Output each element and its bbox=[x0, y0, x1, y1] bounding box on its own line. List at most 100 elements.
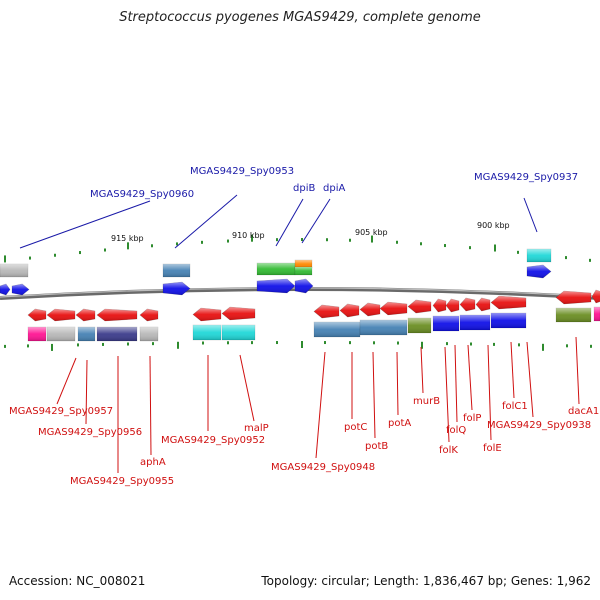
accession-text: Accession: NC_008021 bbox=[9, 574, 146, 588]
leader-line bbox=[420, 346, 424, 394]
leader-line bbox=[56, 357, 77, 405]
leader-line bbox=[315, 351, 326, 459]
scale-tick bbox=[102, 342, 104, 346]
scale-tick bbox=[349, 341, 351, 345]
gene-label-potc[interactable]: potC bbox=[344, 422, 367, 433]
scale-tick bbox=[227, 239, 229, 243]
scale-tick bbox=[201, 240, 203, 244]
scale-tick bbox=[542, 343, 544, 351]
upper-scale-ticks bbox=[4, 234, 591, 263]
scale-tick bbox=[176, 242, 178, 246]
scale-tick bbox=[202, 341, 204, 345]
leader-line bbox=[467, 344, 473, 411]
scale-tick bbox=[590, 344, 592, 348]
scale-tick bbox=[51, 343, 53, 351]
scale-tick bbox=[469, 246, 471, 250]
label-leader-lines bbox=[19, 194, 580, 473]
map-title: Streptococcus pyogenes MGAS9429, complet… bbox=[119, 10, 481, 25]
leader-line bbox=[510, 341, 515, 399]
leader-line bbox=[372, 351, 376, 439]
scale-tick bbox=[349, 238, 351, 242]
leader-line bbox=[526, 341, 534, 418]
scale-tick bbox=[517, 250, 519, 254]
gene-label-daca1[interactable]: dacA1 bbox=[568, 406, 599, 417]
scale-tick bbox=[444, 244, 446, 248]
scale-tick bbox=[54, 253, 56, 257]
scale-tick bbox=[77, 343, 79, 347]
gene-label-spy0937[interactable]: MGAS9429_Spy0937 bbox=[474, 172, 578, 183]
scale-tick bbox=[493, 342, 495, 346]
gene-label-folp[interactable]: folP bbox=[463, 413, 481, 424]
scale-tick bbox=[324, 341, 326, 345]
scale-tick bbox=[396, 240, 398, 244]
scale-tick bbox=[152, 342, 154, 346]
leader-line bbox=[174, 194, 238, 249]
scale-tick bbox=[27, 344, 29, 348]
scale-tick bbox=[104, 248, 106, 252]
leader-line bbox=[454, 344, 458, 423]
leader-line bbox=[444, 346, 450, 443]
gene-label-folc1[interactable]: folC1 bbox=[502, 401, 528, 412]
gene-features bbox=[0, 248, 600, 342]
gene-label-murb[interactable]: murB bbox=[413, 396, 440, 407]
gene-label-folk[interactable]: folK bbox=[439, 445, 458, 456]
gene-label-pota[interactable]: potA bbox=[388, 418, 411, 429]
gene-label-spy0948[interactable]: MGAS9429_Spy0948 bbox=[271, 462, 375, 473]
scale-tick bbox=[326, 238, 328, 242]
scale-tick bbox=[371, 235, 373, 243]
gene-label-potb[interactable]: potB bbox=[365, 441, 388, 452]
scale-tick bbox=[4, 344, 6, 348]
leader-line bbox=[149, 355, 152, 456]
scale-tick bbox=[276, 341, 278, 345]
scale-label-905: 905 kbp bbox=[355, 228, 388, 237]
lower-scale-ticks bbox=[4, 341, 592, 351]
gene-label-fole[interactable]: folE bbox=[483, 443, 502, 454]
scale-tick bbox=[518, 343, 520, 347]
scale-tick bbox=[177, 341, 179, 349]
gene-label-spy0953[interactable]: MGAS9429_Spy0953 bbox=[190, 166, 294, 177]
leader-line bbox=[575, 336, 580, 405]
scale-tick bbox=[373, 341, 375, 345]
gene-label-spy0952[interactable]: MGAS9429_Spy0952 bbox=[161, 435, 265, 446]
scale-tick bbox=[301, 238, 303, 242]
scale-tick bbox=[494, 244, 496, 252]
scale-label-910: 910 kbp bbox=[232, 231, 265, 240]
scale-label-915: 915 kbp bbox=[111, 234, 144, 243]
scale-tick bbox=[79, 251, 81, 255]
gene-label-spy0960[interactable]: MGAS9429_Spy0960 bbox=[90, 189, 194, 200]
gene-label-folq[interactable]: folQ bbox=[446, 425, 466, 436]
scale-tick bbox=[251, 234, 253, 242]
scale-tick bbox=[127, 242, 129, 250]
leader-line bbox=[239, 354, 255, 422]
leader-line bbox=[396, 351, 399, 416]
scale-tick bbox=[4, 255, 6, 263]
scale-tick bbox=[446, 342, 448, 346]
scale-tick bbox=[301, 341, 303, 349]
scale-tick bbox=[127, 342, 129, 346]
scale-tick bbox=[589, 258, 591, 262]
leader-line bbox=[85, 359, 88, 425]
scale-tick bbox=[470, 342, 472, 346]
leader-line bbox=[19, 200, 151, 249]
gene-label-apha[interactable]: aphA bbox=[140, 457, 166, 468]
scale-tick bbox=[251, 341, 253, 345]
leader-line bbox=[487, 344, 492, 441]
leader-line bbox=[275, 198, 304, 247]
topology-text: Topology: circular; Length: 1,836,467 bp… bbox=[261, 574, 591, 588]
gene-label-dpia[interactable]: dpiA bbox=[323, 183, 345, 194]
gene-label-spy0955[interactable]: MGAS9429_Spy0955 bbox=[70, 476, 174, 487]
gene-label-spy0938[interactable]: MGAS9429_Spy0938 bbox=[487, 420, 591, 431]
scale-tick bbox=[227, 341, 229, 345]
scale-tick bbox=[420, 242, 422, 246]
gene-label-malp[interactable]: malP bbox=[244, 423, 269, 434]
scale-tick bbox=[566, 344, 568, 348]
gene-label-spy0957[interactable]: MGAS9429_Spy0957 bbox=[9, 406, 113, 417]
scale-tick bbox=[151, 244, 153, 248]
scale-label-900: 900 kbp bbox=[477, 221, 510, 230]
scale-tick bbox=[29, 256, 31, 260]
gene-label-dpib[interactable]: dpiB bbox=[293, 183, 315, 194]
scale-tick bbox=[421, 341, 423, 349]
leader-line bbox=[523, 197, 538, 233]
gene-label-spy0956[interactable]: MGAS9429_Spy0956 bbox=[38, 427, 142, 438]
